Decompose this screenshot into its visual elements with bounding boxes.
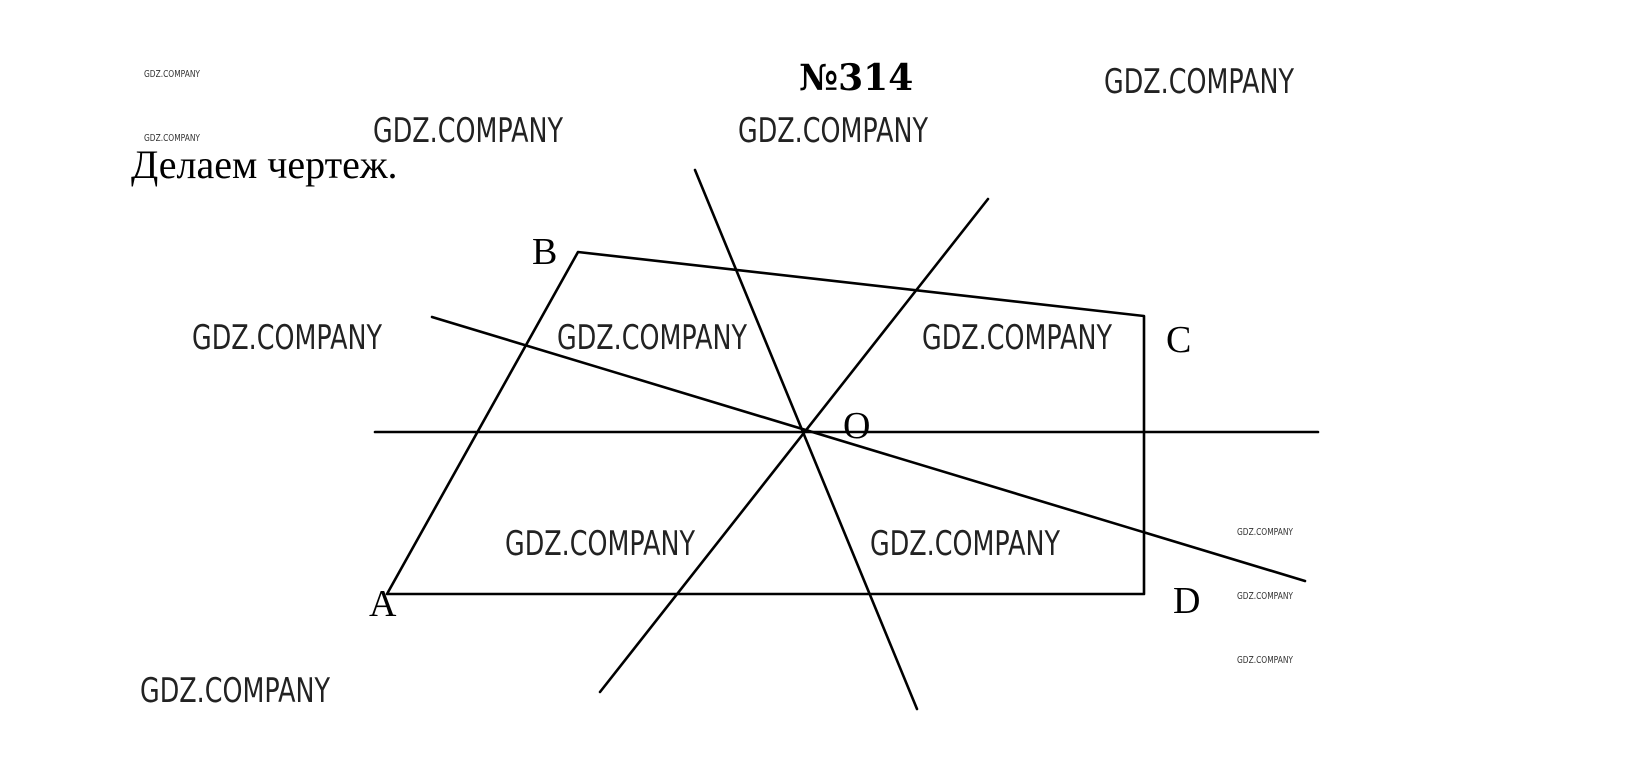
watermark-small: GDZ.COMPANY — [144, 69, 201, 80]
rising-line — [598, 197, 990, 694]
point-label-o: O — [843, 405, 870, 447]
watermark: GDZ.COMPANY — [738, 111, 928, 151]
watermark: GDZ.COMPANY — [557, 318, 747, 358]
quadrilateral-abcd — [385, 250, 1146, 596]
steep-line — [693, 168, 919, 711]
watermark-small: GDZ.COMPANY — [1237, 591, 1294, 602]
point-label-b: B — [532, 231, 557, 273]
watermark: GDZ.COMPANY — [922, 318, 1112, 358]
watermark: GDZ.COMPANY — [505, 524, 695, 564]
watermark: GDZ.COMPANY — [373, 111, 563, 151]
watermark-small: GDZ.COMPANY — [1237, 527, 1294, 538]
point-label-a: A — [369, 583, 397, 625]
watermark: GDZ.COMPANY — [870, 524, 1060, 564]
problem-number: №314 — [799, 57, 913, 99]
watermark-small: GDZ.COMPANY — [144, 133, 201, 144]
watermark: GDZ.COMPANY — [1104, 62, 1294, 102]
point-label-c: C — [1166, 319, 1191, 361]
shallow-line — [430, 315, 1307, 583]
point-label-d: D — [1173, 580, 1200, 622]
caption-text: Делаем чертеж. — [131, 142, 398, 187]
watermark-small: GDZ.COMPANY — [1237, 655, 1294, 666]
watermark: GDZ.COMPANY — [192, 318, 382, 358]
watermark: GDZ.COMPANY — [140, 671, 330, 711]
